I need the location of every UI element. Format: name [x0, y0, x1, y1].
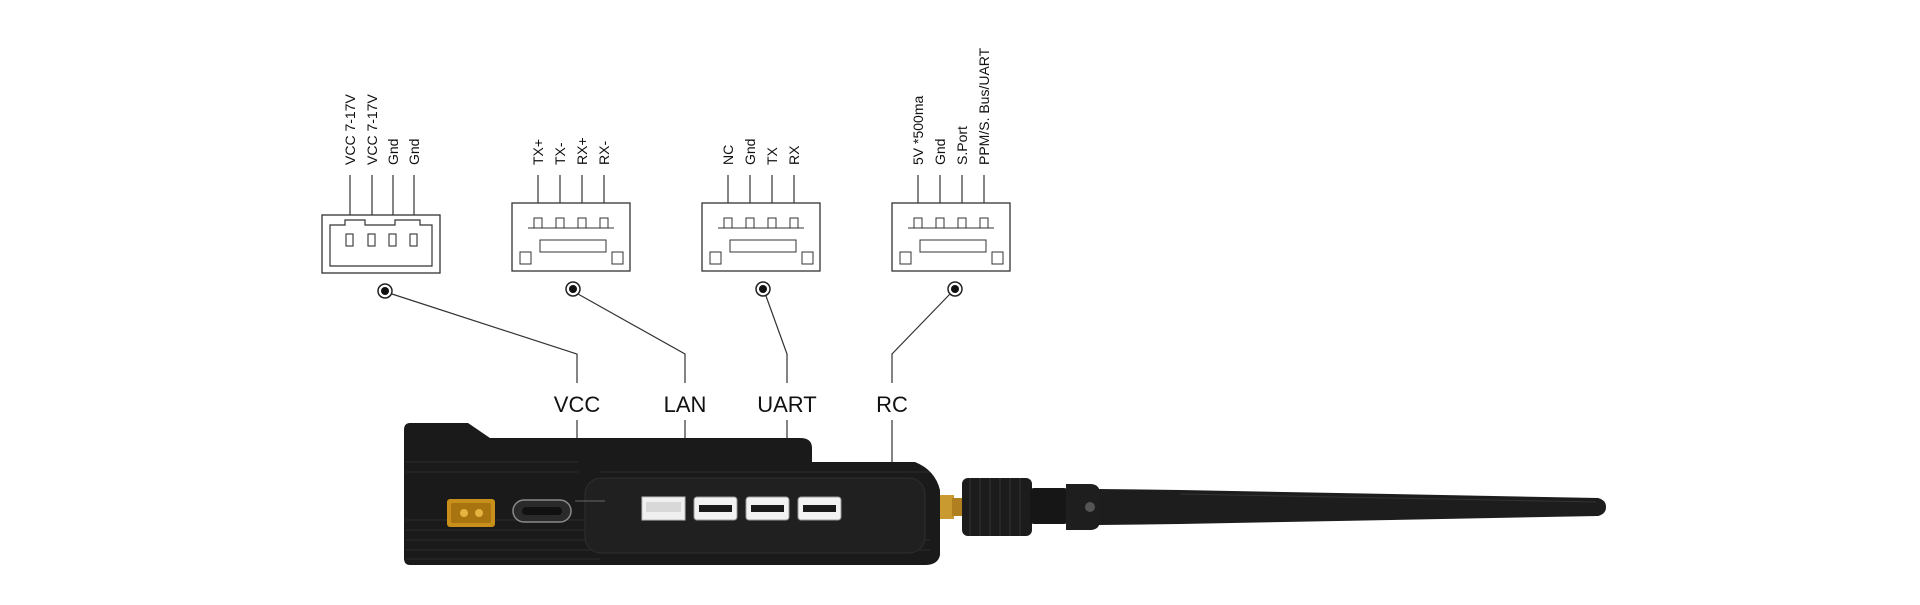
- pin-label: RX: [786, 145, 802, 165]
- pin-label: Gnd: [932, 139, 948, 165]
- pin-label: Gnd: [742, 139, 758, 165]
- lan-port-socket: [693, 496, 738, 521]
- device: [404, 423, 940, 565]
- pin-label: TX+: [530, 139, 546, 165]
- rc-marker: [947, 281, 963, 297]
- lan-pin-labels: TX+ TX- RX+ RX-: [530, 137, 612, 165]
- callout-markers: [377, 281, 963, 299]
- sma-connector: [940, 495, 954, 519]
- pin-label: Gnd: [385, 139, 401, 165]
- pin-label: NC: [720, 145, 736, 165]
- uart-marker: [755, 281, 771, 297]
- pin-label: RX-: [596, 141, 612, 165]
- pin-label: RX+: [574, 137, 590, 165]
- antenna-blade: [1098, 489, 1606, 525]
- uart-port-socket: [745, 496, 790, 521]
- vcc-port-socket: [641, 496, 686, 521]
- antenna-hinge: [1066, 484, 1100, 530]
- pin-label: PPM/S. Bus/UART: [976, 47, 992, 165]
- pin-label: VCC 7-17V: [342, 94, 358, 165]
- power-connector-icon: [447, 499, 495, 527]
- uart-connector-drawing: [701, 175, 821, 272]
- uart-pin-labels: NC Gnd TX RX: [720, 139, 802, 165]
- lan-marker: [565, 281, 581, 297]
- pin-label: TX-: [552, 142, 568, 165]
- port-label-lan: LAN: [664, 392, 707, 417]
- rc-connector-drawing: [891, 175, 1011, 272]
- port-name-labels: VCC LAN UART RC: [554, 392, 908, 417]
- pin-label: Gnd: [406, 139, 422, 165]
- pin-label: 5V *500ma: [910, 96, 926, 165]
- antenna-nut: [962, 478, 1032, 536]
- usb-c-port-icon: [512, 499, 572, 523]
- pin-label: VCC 7-17V: [364, 94, 380, 165]
- lan-connector-drawing: [511, 175, 631, 272]
- pin-label: TX: [764, 146, 780, 165]
- vcc-marker: [377, 283, 393, 299]
- pin-label: S.Port: [954, 126, 970, 165]
- rc-port-socket: [797, 496, 842, 521]
- port-label-uart: UART: [757, 392, 817, 417]
- port-label-rc: RC: [876, 392, 908, 417]
- port-label-vcc: VCC: [554, 392, 601, 417]
- antenna: [940, 478, 1606, 536]
- vcc-connector-drawing: [321, 175, 441, 274]
- rc-pin-labels: 5V *500ma Gnd S.Port PPM/S. Bus/UART: [910, 47, 992, 165]
- vcc-pin-labels: VCC 7-17V VCC 7-17V Gnd Gnd: [342, 94, 422, 165]
